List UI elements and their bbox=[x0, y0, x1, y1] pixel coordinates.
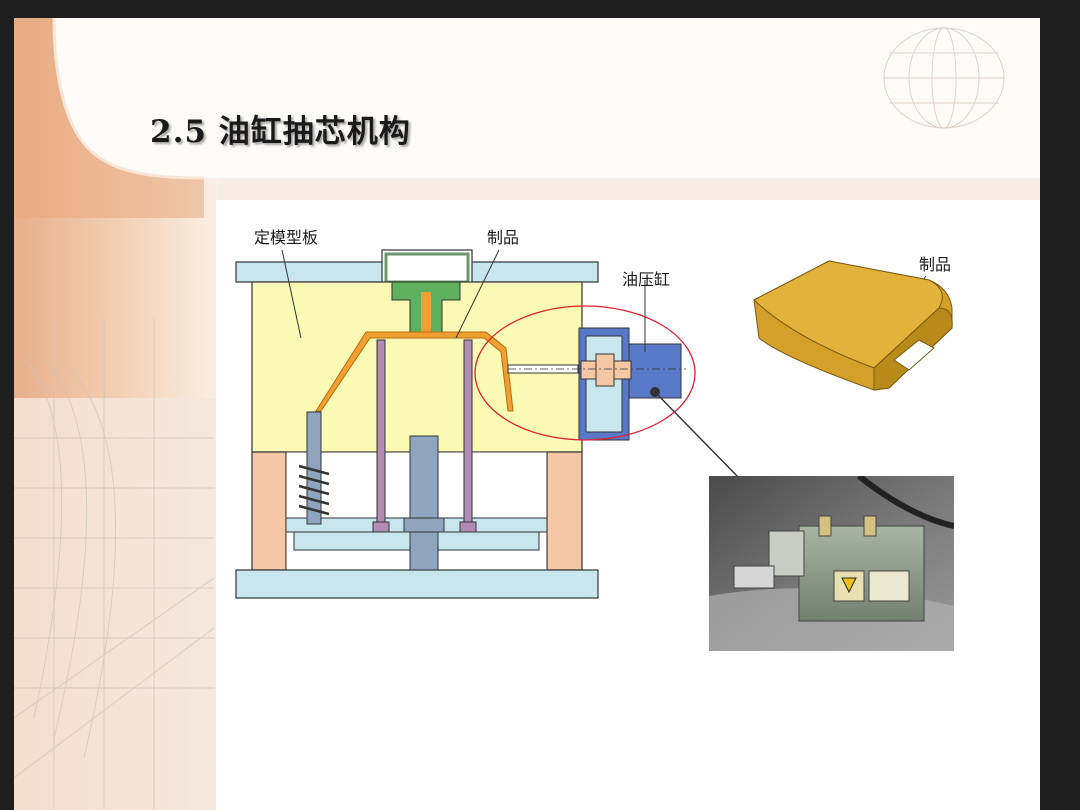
support-block-right bbox=[546, 451, 583, 571]
highlight-ellipse bbox=[474, 305, 696, 441]
ejector-pin-1 bbox=[376, 339, 386, 531]
leader-fixed-plate bbox=[281, 249, 302, 339]
label-fixed-mold-plate: 定模型板 bbox=[254, 228, 319, 247]
label-product-top: 制品 bbox=[487, 228, 520, 247]
ejector-pin-2 bbox=[463, 339, 473, 531]
leader-product-top bbox=[455, 249, 500, 339]
sprue-puller bbox=[409, 435, 439, 571]
slide: 2.5 油缸抽芯机构 bbox=[14, 18, 1040, 810]
slide-title: 2.5 油缸抽芯机构 bbox=[150, 114, 411, 150]
product-3d-view bbox=[753, 260, 953, 391]
bottom-clamp-plate bbox=[235, 569, 599, 599]
hydraulic-cylinder-photo bbox=[709, 476, 954, 651]
support-block-left bbox=[251, 451, 287, 571]
product-section bbox=[315, 331, 514, 412]
label-product-3d: 制品 bbox=[919, 255, 952, 274]
label-hydraulic-cylinder: 油压缸 bbox=[622, 270, 671, 289]
return-spring bbox=[298, 464, 330, 516]
leader-photo bbox=[654, 391, 740, 479]
mold-diagram bbox=[235, 249, 953, 599]
